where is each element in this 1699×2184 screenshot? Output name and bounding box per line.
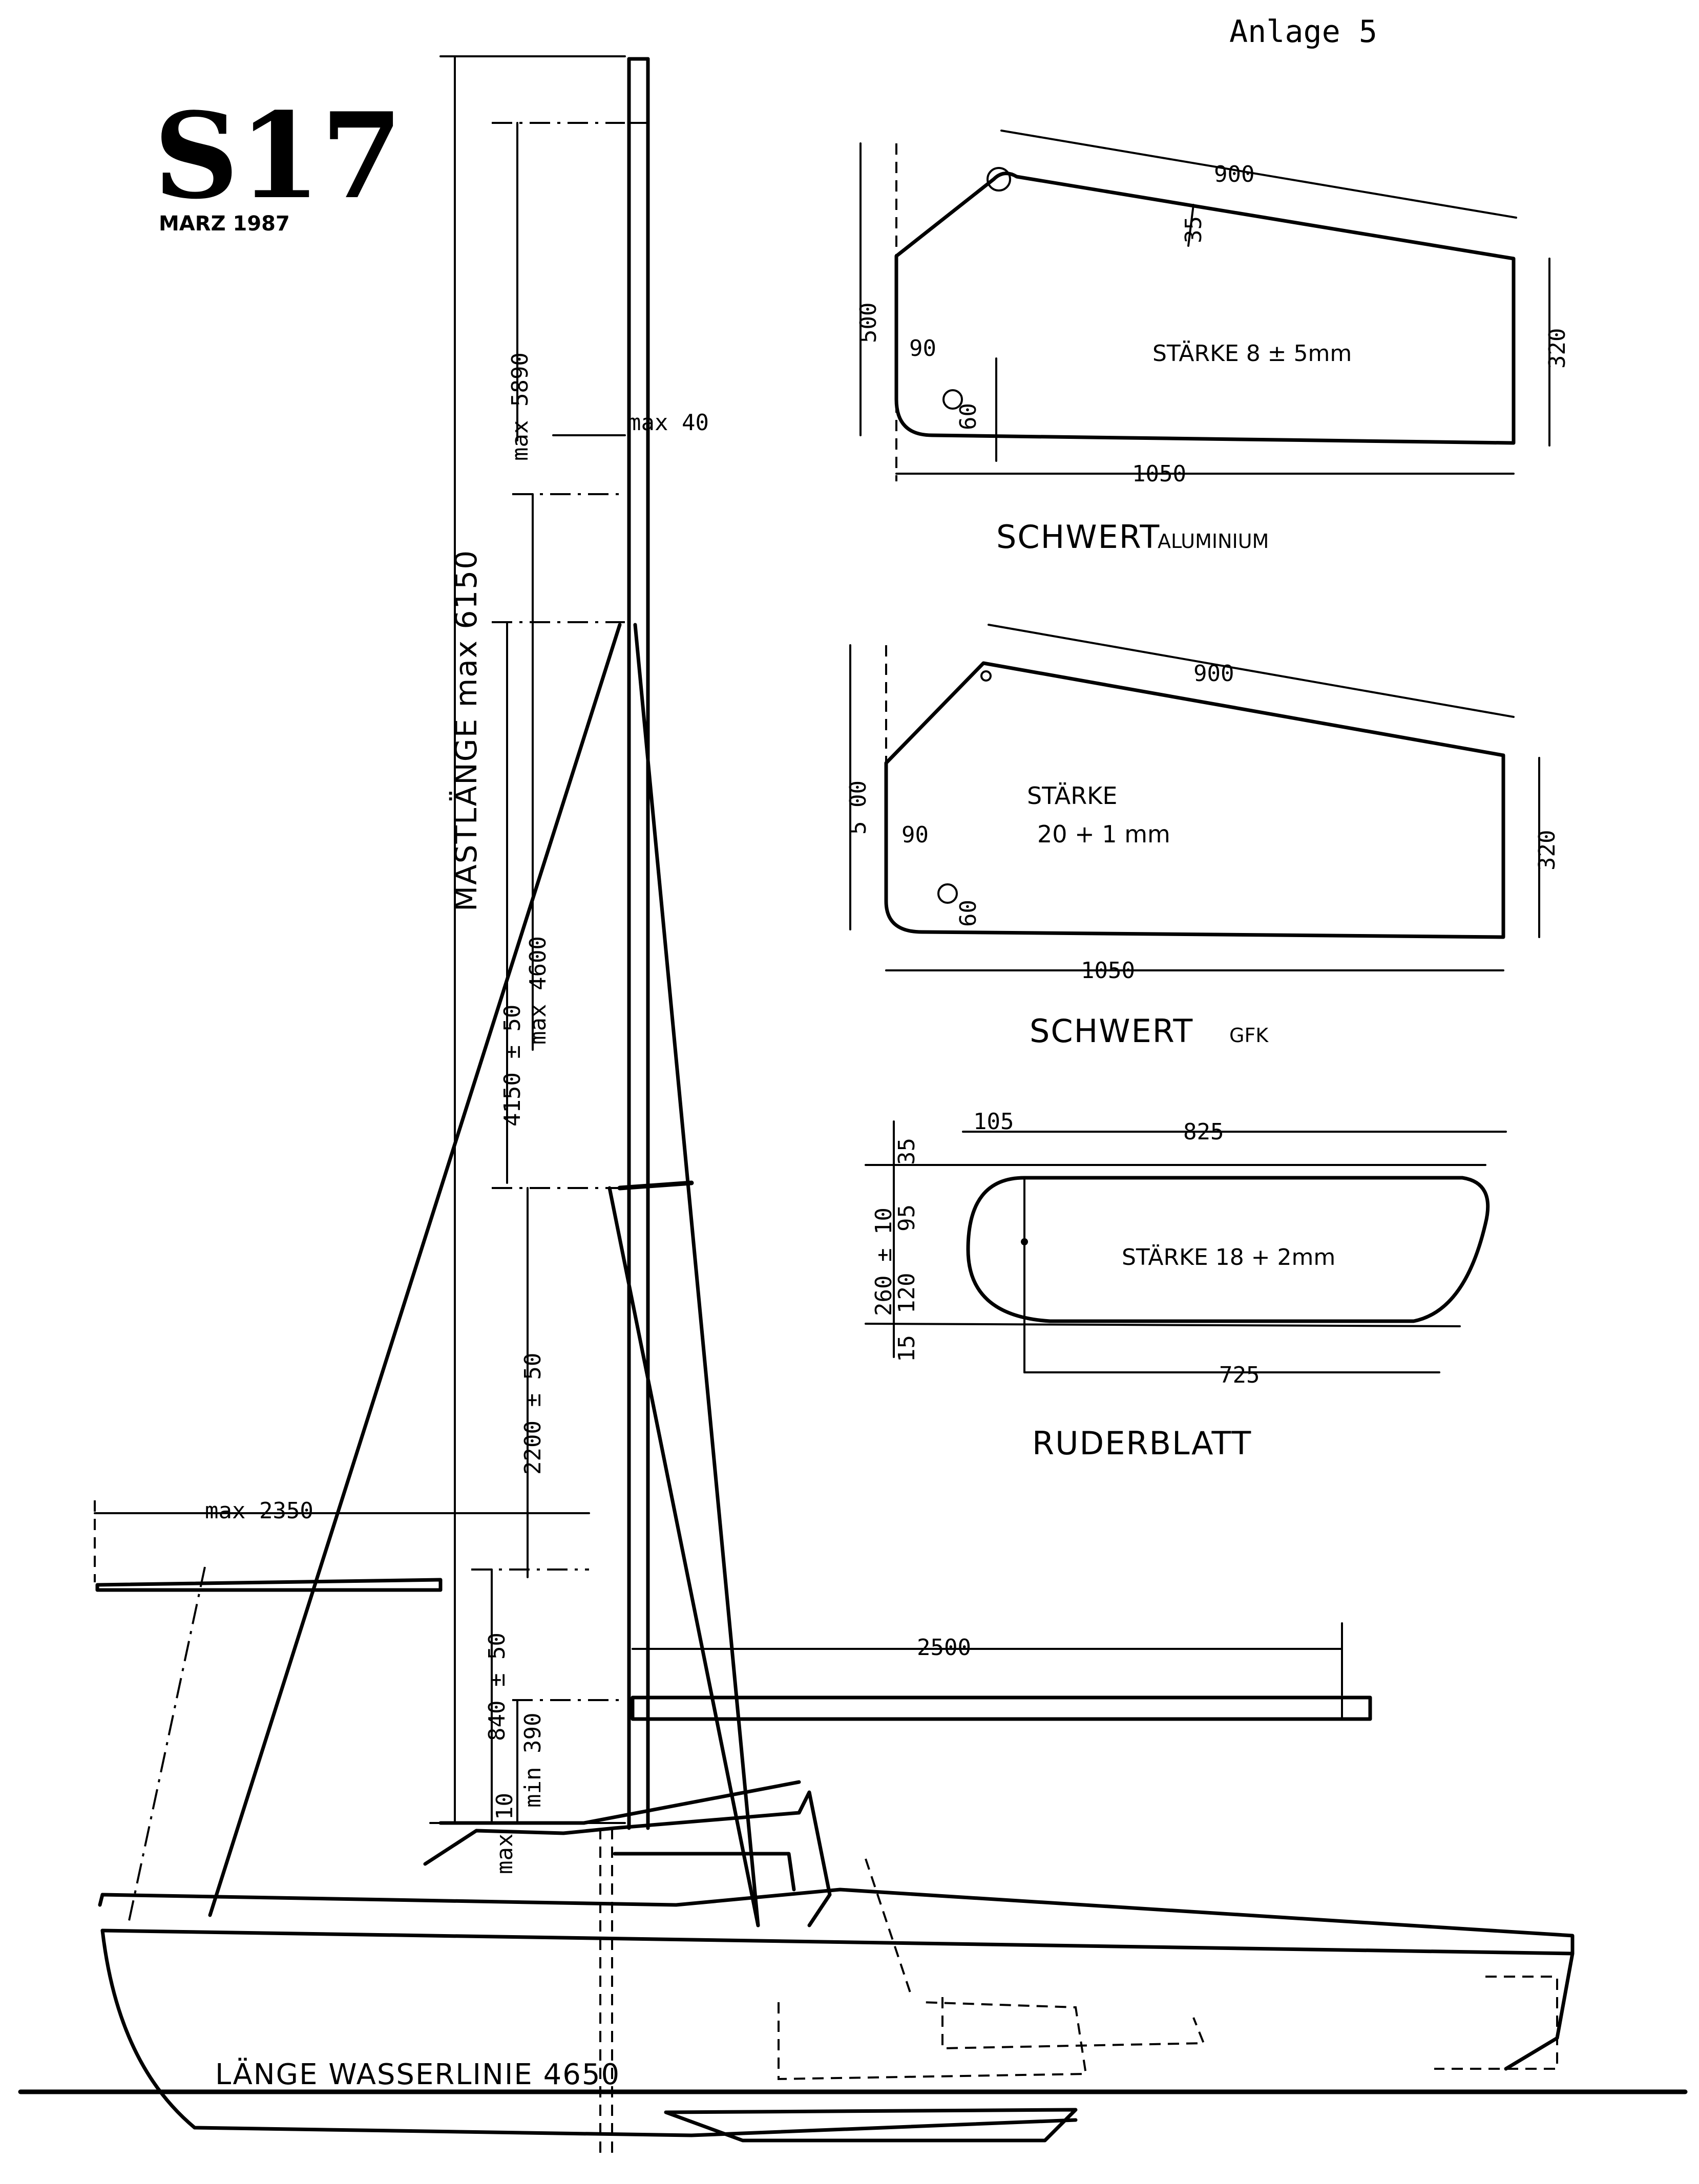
waterline-label: LÄNGE WASSERLINIE 4650 bbox=[215, 2058, 620, 2091]
label-4150: 4150 ± 50 bbox=[499, 1005, 526, 1127]
label-2500: 2500 bbox=[917, 1635, 971, 1661]
alu-35: 35 bbox=[1181, 216, 1207, 243]
rudder-825: 825 bbox=[1183, 1119, 1224, 1145]
boat-side-view: LÄNGE WASSERLINIE 4650 bbox=[18, 57, 1688, 2156]
rig-dimensions: MASTLÄNGE max 6150 max 5890 max 40 max 4… bbox=[94, 55, 1343, 1874]
schwert-gfk: 5 00 320 1050 900 90 60 STÄRKE 20 + 1 mm… bbox=[845, 624, 1560, 1050]
label-boom-2350: max 2350 bbox=[205, 1498, 313, 1524]
rudder-35: 35 bbox=[894, 1138, 920, 1165]
keel-fin bbox=[664, 2108, 1078, 2143]
transom bbox=[1504, 1952, 1575, 2071]
label-5890: max 5890 bbox=[507, 352, 533, 461]
gfk-1050: 1050 bbox=[1081, 958, 1135, 984]
shroud bbox=[633, 623, 760, 1927]
label-840: 840 ± 50 bbox=[484, 1632, 510, 1741]
bolt-hole bbox=[942, 389, 963, 410]
spreader bbox=[617, 1180, 694, 1191]
cabin-roof bbox=[423, 1790, 832, 1927]
label-2200: 2200 ± 50 bbox=[520, 1353, 546, 1475]
deck bbox=[98, 1888, 1575, 1956]
cabin-window bbox=[613, 1852, 796, 1892]
rudder-15: 15 bbox=[894, 1335, 920, 1362]
rudder-725: 725 bbox=[1219, 1362, 1260, 1388]
gfk-320: 320 bbox=[1534, 830, 1560, 871]
gfk-pivot-hole bbox=[980, 670, 992, 682]
gfk-900: 900 bbox=[1193, 661, 1234, 687]
rudder-bottom-line bbox=[865, 1323, 1461, 1327]
ruderblatt: 105 825 725 35 95 120 15 260 ± 10 STÄRKE… bbox=[865, 1109, 1507, 1462]
rudder-260: 260 ± 10 bbox=[871, 1207, 897, 1316]
label-max10: max 10 bbox=[492, 1793, 518, 1874]
pivot-hole bbox=[987, 167, 1011, 192]
gfk-title: SCHWERT bbox=[1030, 1012, 1193, 1050]
label-4600: max 4600 bbox=[525, 936, 551, 1045]
alu-dim-35 bbox=[1187, 204, 1194, 247]
alu-90: 90 bbox=[909, 335, 936, 362]
class-logo: S17 bbox=[154, 87, 403, 225]
rudder-95: 95 bbox=[894, 1204, 920, 1232]
main-boom bbox=[95, 1578, 443, 1592]
schwert-alu-outline bbox=[894, 172, 1516, 445]
gfk-material: GFK bbox=[1229, 1024, 1269, 1047]
annex-label: Anlage 5 bbox=[1229, 14, 1377, 50]
gfk-bolt-hole bbox=[937, 883, 958, 904]
gfk-60: 60 bbox=[955, 900, 981, 927]
rudder-120: 120 bbox=[894, 1273, 920, 1313]
centerboard-line bbox=[865, 1858, 913, 1998]
label-390: min 390 bbox=[520, 1713, 546, 1808]
gfk-thickness-1: STÄRKE bbox=[1027, 782, 1117, 810]
alu-dim-900 bbox=[1000, 130, 1517, 219]
alu-60: 60 bbox=[955, 403, 981, 430]
schwert-gfk-outline bbox=[884, 661, 1505, 939]
spinnaker-boom bbox=[631, 1695, 1372, 1721]
jib-leech bbox=[607, 1186, 760, 1927]
logo-date: MARZ 1987 bbox=[159, 212, 290, 236]
alu-320: 320 bbox=[1544, 328, 1570, 369]
keel-outline bbox=[778, 2001, 1087, 2081]
gfk-500: 5 00 bbox=[845, 780, 871, 835]
mast-length-label: MASTLÄNGE max 6150 bbox=[449, 549, 484, 911]
gfk-thickness-2: 20 + 1 mm bbox=[1037, 820, 1170, 848]
alu-900: 900 bbox=[1214, 161, 1254, 187]
rudder-105: 105 bbox=[973, 1109, 1014, 1135]
label-max40: max 40 bbox=[627, 410, 709, 436]
gfk-dim-900 bbox=[988, 624, 1515, 718]
jib-front-line bbox=[127, 1566, 206, 1926]
alu-1050: 1050 bbox=[1132, 461, 1186, 487]
alu-500: 500 bbox=[855, 303, 882, 343]
keel-inner bbox=[941, 1997, 1205, 2050]
hull-bottom bbox=[100, 1928, 1078, 2137]
rudder-title: RUDERBLATT bbox=[1032, 1425, 1252, 1462]
rudder-blade-outline bbox=[966, 1176, 1490, 1323]
alu-title: SCHWERT bbox=[996, 518, 1160, 556]
rudder-thickness: STÄRKE 18 + 2mm bbox=[1122, 1244, 1335, 1270]
rudder-outline bbox=[1434, 1976, 1558, 2070]
forestay bbox=[208, 623, 622, 1917]
gfk-90: 90 bbox=[901, 822, 929, 848]
alu-material: ALUMINIUM bbox=[1158, 530, 1269, 553]
alu-thickness: STÄRKE 8 ± 5mm bbox=[1152, 340, 1352, 367]
schwert-aluminium: 500 320 1050 900 35 90 60 STÄRKE 8 ± 5mm… bbox=[855, 130, 1570, 556]
